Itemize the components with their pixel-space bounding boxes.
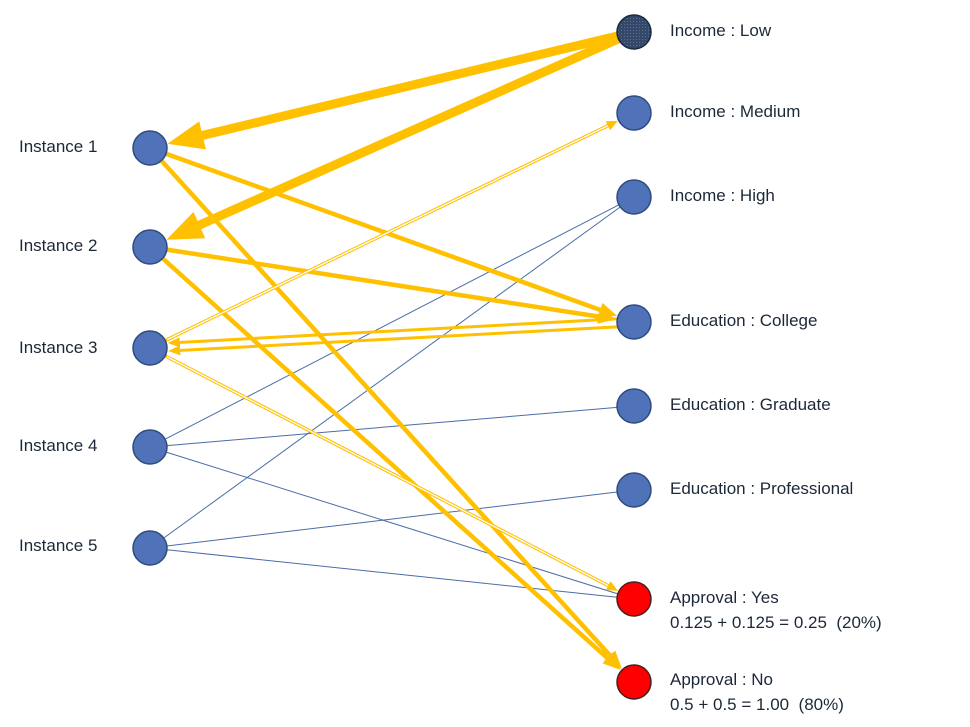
instance-label-1: Instance 1 xyxy=(19,137,98,156)
link-line xyxy=(166,549,618,598)
link-line xyxy=(166,406,618,447)
approval-yes-node xyxy=(616,581,652,617)
arrow-line xyxy=(200,31,619,141)
income-high-node xyxy=(616,179,652,215)
income-low-node-texture xyxy=(618,16,650,48)
instance-node-4 xyxy=(132,429,168,465)
arrow-line xyxy=(196,34,621,230)
nodes-layer xyxy=(132,14,652,700)
arrowhead xyxy=(605,120,618,131)
arrow-line xyxy=(159,159,613,658)
instance-node-3 xyxy=(132,330,168,366)
arrowhead xyxy=(606,581,618,591)
arrow-line xyxy=(161,256,610,661)
arrowhead xyxy=(167,337,180,348)
arrows-layer xyxy=(159,31,622,670)
arrow-line xyxy=(178,325,618,352)
instance-node-5 xyxy=(132,530,168,566)
links-layer xyxy=(163,204,621,598)
arrowhead xyxy=(167,121,206,150)
education-graduate-label: Education : Graduate xyxy=(670,395,831,414)
instance-label-3: Instance 3 xyxy=(19,338,98,357)
education-college-node xyxy=(616,304,652,340)
education-graduate-node xyxy=(616,388,652,424)
income-medium-node xyxy=(616,95,652,131)
instance-label-2: Instance 2 xyxy=(19,236,98,255)
instance-node-1 xyxy=(132,130,168,166)
link-line xyxy=(166,491,618,547)
education-professional-label: Education : Professional xyxy=(670,479,854,498)
income-high-label: Income : High xyxy=(670,186,775,205)
instance-node-2 xyxy=(132,229,168,265)
income-low-label: Income : Low xyxy=(670,21,772,40)
arrowhead xyxy=(168,345,181,356)
arrow-line-inner xyxy=(166,356,609,587)
link-line xyxy=(164,204,620,440)
instance-label-5: Instance 5 xyxy=(19,536,98,555)
approval-yes-score: 0.125 + 0.125 = 0.25 (20%) xyxy=(670,613,882,632)
arrow-line xyxy=(165,151,603,313)
arrowhead xyxy=(166,211,206,240)
arrowhead xyxy=(602,652,621,670)
education-college-label: Education : College xyxy=(670,311,818,330)
link-line xyxy=(166,451,618,595)
approval-no-label: Approval : No xyxy=(670,670,773,689)
education-professional-node xyxy=(616,472,652,508)
arrow-line-inner xyxy=(166,125,609,341)
income-medium-label: Income : Medium xyxy=(670,102,801,121)
arrow-line xyxy=(166,247,601,319)
approval-no-node xyxy=(616,664,652,700)
approval-yes-label: Approval : Yes xyxy=(670,588,779,607)
link-line xyxy=(163,206,621,539)
approval-no-score: 0.5 + 0.5 = 1.00 (80%) xyxy=(670,695,844,714)
instance-label-4: Instance 4 xyxy=(19,436,98,455)
